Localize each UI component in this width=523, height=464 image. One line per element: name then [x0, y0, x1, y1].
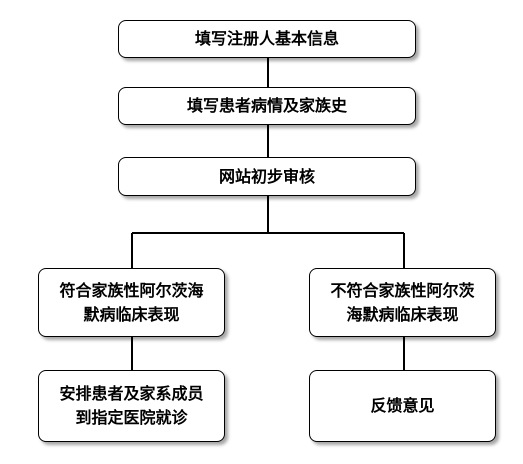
branch-not-meets-criteria-label: 不符合家族性阿尔茨 海默病临床表现 — [330, 280, 475, 324]
result-arrange-visit-label: 安排患者及家系成员 到指定医院就诊 — [59, 384, 204, 427]
branch-not-meets-criteria-box: 不符合家族性阿尔茨 海默病临床表现 — [309, 268, 496, 337]
step-initial-review-label: 网站初步审核 — [218, 166, 315, 186]
result-feedback-label: 反馈意见 — [370, 396, 435, 415]
result-feedback-box: 反馈意见 — [309, 370, 496, 442]
step-condition-history-label: 填写患者病情及家族史 — [186, 96, 347, 115]
step-condition-history-box: 填写患者病情及家族史 — [118, 87, 416, 125]
step-initial-review-box: 网站初步审核 — [118, 157, 416, 196]
step-register-info-label: 填写注册人基本信息 — [194, 29, 339, 48]
branch-meets-criteria-box: 符合家族性阿尔茨海 默病临床表现 — [38, 268, 225, 337]
step-register-info-box: 填写注册人基本信息 — [118, 20, 416, 58]
result-arrange-visit-box: 安排患者及家系成员 到指定医院就诊 — [38, 370, 225, 442]
branch-meets-criteria-label: 符合家族性阿尔茨海 默病临床表现 — [59, 280, 204, 324]
